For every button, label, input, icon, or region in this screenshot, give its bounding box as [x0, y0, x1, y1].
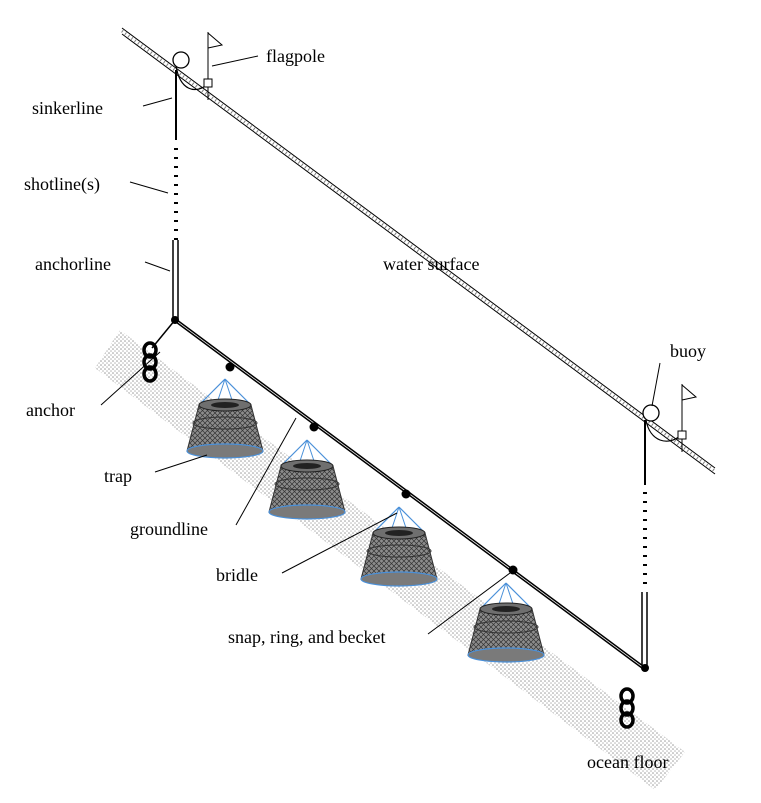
- water-surface-label: water surface: [383, 254, 479, 274]
- snap-4: [508, 565, 518, 575]
- anchor-label: anchor: [26, 400, 75, 420]
- leader-lines: [100, 55, 661, 635]
- bridle-label: bridle: [216, 565, 258, 585]
- right-junction-knot: [641, 664, 649, 672]
- left-anchor-link: [151, 319, 176, 349]
- snap-3: [401, 489, 411, 499]
- ocean-floor-label: ocean floor: [587, 752, 668, 772]
- trap-label: trap: [104, 466, 132, 486]
- flagpole-label: flagpole: [266, 46, 325, 66]
- sinkerline-label: sinkerline: [32, 98, 103, 118]
- right-buoy-rope: [645, 419, 681, 442]
- groundline-label: groundline: [130, 519, 208, 539]
- buoy-label: buoy: [670, 341, 706, 361]
- right-buoy-line: [641, 420, 648, 665]
- water-surface-line: [121, 27, 716, 475]
- left-flagpole: [203, 31, 224, 100]
- right-buoy: [642, 404, 660, 422]
- trap-4: [467, 582, 545, 663]
- left-buoy-line: [172, 70, 179, 320]
- anchorline-label: anchorline: [35, 254, 111, 274]
- shotline-label: shotline(s): [24, 174, 100, 195]
- left-buoy: [172, 51, 190, 69]
- snap-ring-becket-label: snap, ring, and becket: [228, 627, 385, 647]
- snap-1: [225, 362, 235, 372]
- snap-2: [309, 422, 319, 432]
- right-flagpole: [677, 383, 698, 452]
